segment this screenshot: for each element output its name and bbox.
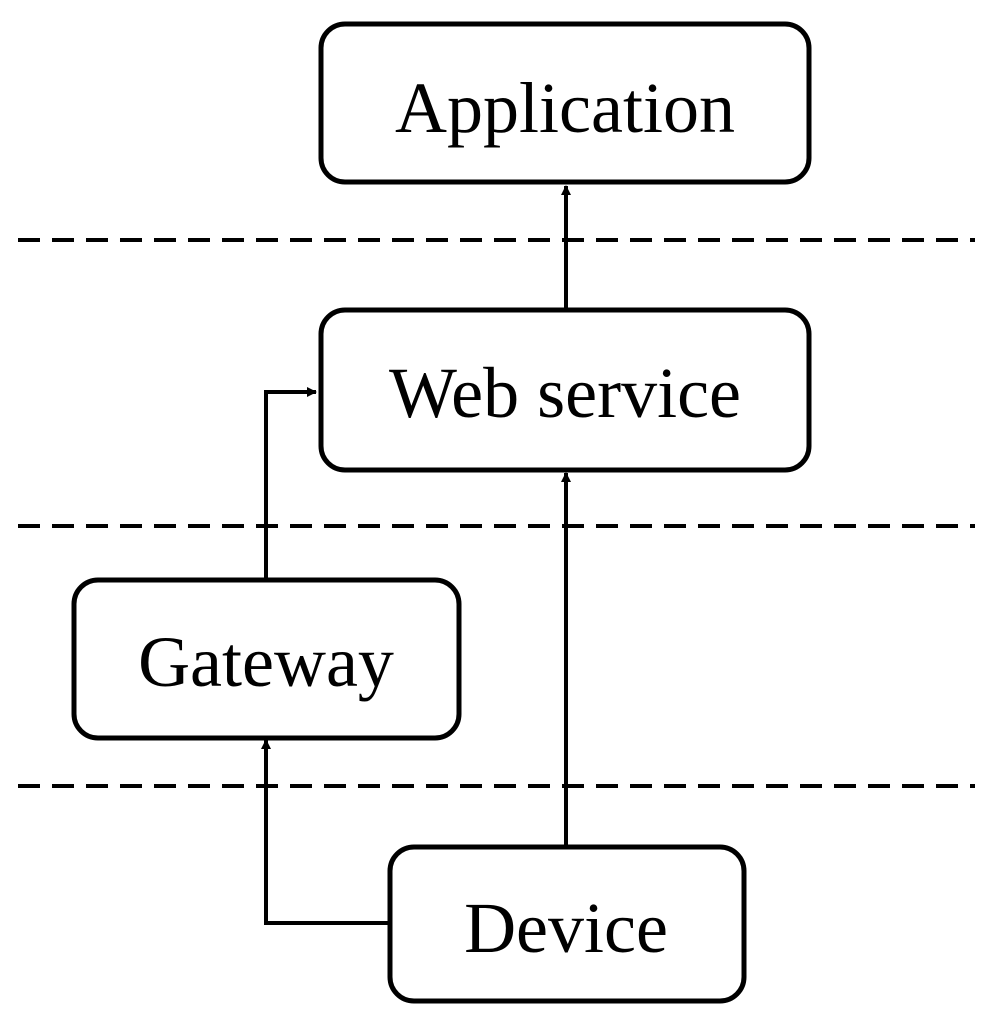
node-device: Device bbox=[387, 844, 747, 1004]
node-application-label: Application bbox=[395, 68, 735, 148]
node-gateway: Gateway bbox=[71, 577, 462, 741]
edge-gateway-to-web-service bbox=[264, 387, 317, 578]
node-web-service: Web service bbox=[318, 307, 812, 473]
node-device-label: Device bbox=[464, 888, 668, 968]
node-web-service-label: Web service bbox=[389, 353, 741, 433]
node-application: Application bbox=[318, 21, 812, 185]
node-gateway-label: Gateway bbox=[138, 622, 394, 702]
edge-device-to-gateway bbox=[261, 739, 390, 925]
